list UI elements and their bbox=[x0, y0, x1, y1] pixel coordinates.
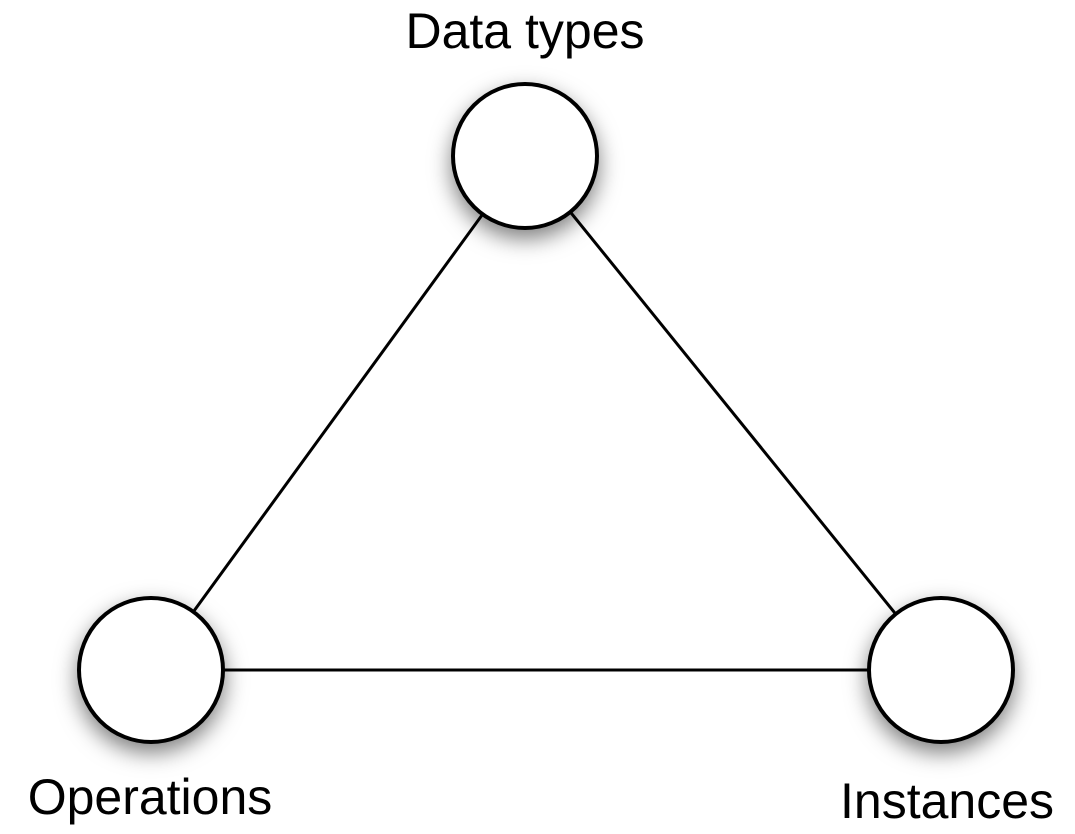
node-label-instances: Instances bbox=[839, 773, 1055, 829]
edge-datatypes-operations bbox=[149, 155, 527, 671]
node-label-data-types: Data types bbox=[405, 3, 645, 59]
node-label-operations: Operations bbox=[27, 769, 273, 825]
node-data-types-circle bbox=[451, 82, 599, 230]
edge-datatypes-instances bbox=[523, 155, 943, 671]
node-operations-circle bbox=[77, 596, 225, 744]
node-instances-circle bbox=[867, 596, 1015, 744]
